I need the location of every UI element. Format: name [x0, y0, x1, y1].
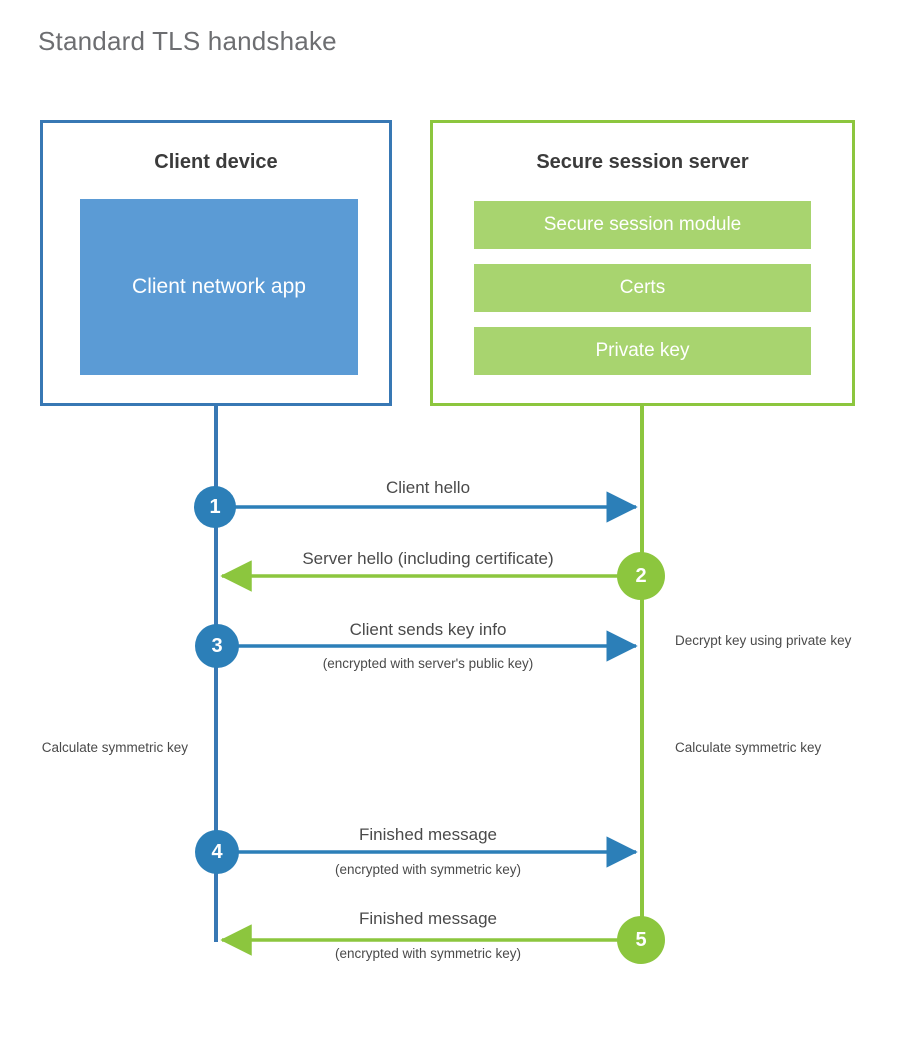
message-label-step-4: Finished message [359, 825, 497, 844]
annotation-server-calculate-symmetric-key: Calculate symmetric key [675, 740, 822, 755]
annotation-server-decrypt: Decrypt key using private key [675, 633, 852, 648]
client-device-box: Client device Client network app [40, 120, 392, 406]
secure-session-server-title: Secure session server [536, 151, 749, 173]
client-network-app-block: Client network app [80, 199, 358, 375]
client-network-app-label: Client network app [132, 274, 306, 298]
page-title: Standard TLS handshake [38, 26, 337, 56]
client-device-title: Client device [154, 151, 278, 173]
certs-block: Certs [474, 264, 811, 312]
certs-label: Certs [619, 277, 666, 298]
step-number-4[interactable]: 4 [195, 830, 239, 874]
secure-session-module-block: Secure session module [474, 201, 811, 249]
message-label-step-1: Client hello [385, 478, 471, 497]
step-number-1[interactable]: 1 [194, 486, 236, 528]
secure-session-server-box: Secure session server Secure session mod… [430, 120, 855, 406]
message-label-step-2: Server hello (including certificate) [302, 549, 554, 568]
client-lifeline [214, 406, 218, 942]
annotation-client-calculate-symmetric-key: Calculate symmetric key [41, 740, 188, 755]
private-key-label: Private key [595, 340, 690, 361]
step-number-3[interactable]: 3 [195, 624, 239, 668]
message-label-step-5: Finished message [359, 909, 497, 928]
private-key-block: Private key [474, 327, 811, 375]
message-label-step-3: Client sends key info [349, 620, 507, 639]
message-sublabel-step-4: (encrypted with symmetric key) [334, 862, 522, 877]
secure-session-module-label: Secure session module [543, 214, 742, 235]
server-lifeline [640, 406, 644, 941]
message-sublabel-step-3: (encrypted with server's public key) [322, 656, 534, 671]
step-number-5[interactable]: 5 [617, 916, 665, 964]
message-sublabel-step-5: (encrypted with symmetric key) [334, 946, 522, 961]
step-number-2[interactable]: 2 [617, 552, 665, 600]
